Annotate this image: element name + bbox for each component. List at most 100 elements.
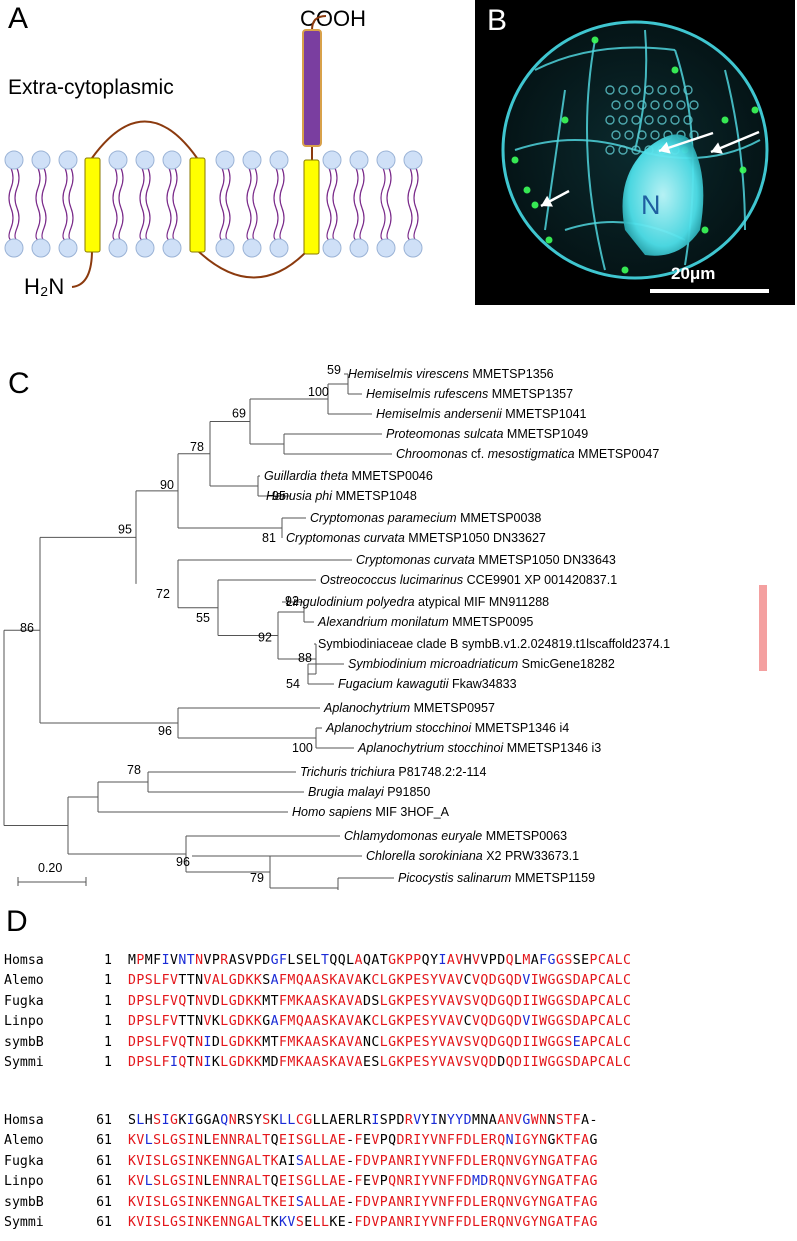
taxon-species: Picocystis salinarum: [398, 871, 511, 885]
taxon-label: Aplanochytrium MMETSP0957: [323, 701, 495, 715]
taxon-species: Cryptomonas curvata: [286, 531, 405, 545]
taxon-species: Chlamydomonas euryale: [344, 829, 482, 843]
tree-group: Hemiselmis virescens MMETSP1356Hemiselmi…: [3, 365, 767, 890]
lipid-tail: [139, 167, 145, 241]
thecal-pore: [657, 85, 667, 95]
taxon-species: Lingulodinium polyedra: [286, 595, 415, 609]
taxon-accession: MMETSP0095: [449, 615, 534, 629]
lipid-tail: [252, 167, 258, 241]
lipid-head: [31, 238, 51, 258]
lipid-tail: [68, 167, 74, 241]
taxon-accession: MMETSP1346 i4: [471, 721, 569, 735]
lipid: [322, 150, 342, 258]
taxon-species: mesostigmatica: [488, 447, 575, 461]
lipid-tail: [118, 167, 124, 241]
green-punctum: [591, 36, 599, 44]
nucleus: [622, 134, 704, 256]
sequence-residues: MPMFIVNTNVPRASVPDGFLSELTQQLAQATGKPPQYIAV…: [128, 953, 632, 968]
lipid: [215, 150, 235, 258]
thecal-pore: [618, 115, 628, 125]
thecal-pore: [631, 85, 641, 95]
lipid: [162, 150, 182, 258]
bootstrap-value: 100: [292, 741, 313, 755]
green-punctum: [671, 66, 679, 74]
sequence-start: 61: [96, 1174, 112, 1190]
sequence-start: 1: [104, 973, 112, 989]
thecal-pore: [631, 115, 641, 125]
taxon-accession: CCE9901 XP 001420837.1: [463, 573, 617, 587]
taxon-species: Proteomonas sulcata: [386, 427, 503, 441]
lipid: [349, 150, 369, 258]
thecal-pore: [657, 115, 667, 125]
bootstrap-value: 81: [262, 531, 276, 545]
arrow-head: [541, 195, 553, 207]
lipid-tail: [35, 167, 41, 241]
lipid-tail: [219, 167, 225, 241]
lipid: [108, 150, 128, 258]
taxon-accession: MMETSP1050 DN33627: [405, 531, 546, 545]
thecal-pore: [670, 85, 680, 95]
taxon-accession: X2 PRW33673.1: [483, 849, 579, 863]
green-punctum: [701, 226, 709, 234]
bootstrap-value: 55: [196, 611, 210, 625]
green-punctum: [511, 156, 519, 164]
taxon-label: Chlamydomonas euryale MMETSP0063: [344, 829, 567, 843]
lipid: [135, 150, 155, 258]
taxon-accession: SmicGene18282: [518, 657, 615, 671]
lipid-tail: [145, 167, 151, 241]
bootstrap-value: 86: [20, 621, 34, 635]
taxon-label: Cryptomonas curvata MMETSP1050 DN33627: [286, 531, 546, 545]
lipid-head: [349, 150, 369, 170]
sequence-start: 1: [104, 953, 112, 968]
thecal-pore: [683, 85, 693, 95]
panel-d-letter: D: [6, 905, 28, 938]
green-punctum: [721, 116, 729, 124]
highlight-bar: [759, 585, 767, 671]
taxon-accession: MMETSP1050 DN33643: [475, 553, 616, 567]
taxon-label: Cryptomonas paramecium MMETSP0038: [310, 511, 541, 525]
taxon-accession: MMETSP1041: [502, 407, 587, 421]
lipid-head: [349, 238, 369, 258]
lipid-head: [269, 150, 289, 170]
thecal-pore: [670, 115, 680, 125]
lipid: [31, 150, 51, 258]
lipid-tail: [413, 167, 419, 241]
sequence-name: Symmi: [4, 1215, 44, 1230]
taxon-label: Proteomonas sulcata MMETSP1049: [386, 427, 588, 441]
taxon-accession: atypical MIF MN911288: [415, 595, 550, 609]
bootstrap-value: 78: [190, 440, 204, 454]
lipid-tail: [332, 167, 338, 241]
taxon-species: Aplanochytrium stocchinoi: [357, 741, 504, 755]
taxon-species: Cryptomonas paramecium: [310, 511, 457, 525]
taxon-label: Aplanochytrium stocchinoi MMETSP1346 i3: [357, 741, 601, 755]
taxon-label: Ostreococcus lucimarinus CCE9901 XP 0014…: [320, 573, 617, 587]
lipid-head: [108, 150, 128, 170]
taxon-species: Fugacium kawagutii: [338, 677, 450, 691]
scale-bar: [650, 289, 769, 293]
bootstrap-value: 78: [127, 763, 141, 777]
green-punctum: [739, 166, 747, 174]
bootstrap-value: 54: [286, 677, 300, 691]
taxon-species: Chlorella sorokiniana: [366, 849, 483, 863]
taxon-accession: MMETSP1048: [332, 489, 417, 503]
taxon-label: Hemiselmis virescens MMETSP1356: [348, 367, 554, 381]
taxon-species: Alexandrium monilatum: [317, 615, 449, 629]
lipid-tail: [41, 167, 47, 241]
thecal-pore: [689, 100, 699, 110]
taxon-label: Chroomonas cf. mesostigmatica MMETSP0047: [396, 447, 659, 461]
green-punctum: [523, 186, 531, 194]
arrow-head: [659, 141, 671, 154]
lipid: [242, 150, 262, 258]
cooh-domain: [302, 29, 322, 147]
sequence-start: 61: [96, 1194, 112, 1210]
green-punctum: [561, 116, 569, 124]
sequence-start: 1: [104, 1055, 112, 1070]
bootstrap-value: 92: [285, 594, 299, 608]
sequence-name: Linpo: [4, 1174, 44, 1190]
taxon-accession: MMETSP1356: [469, 367, 554, 381]
taxon-label: Hemiselmis andersenii MMETSP1041: [376, 407, 587, 421]
taxon-accession: P91850: [384, 785, 431, 799]
green-punctum: [751, 106, 759, 114]
taxon-species: Trichuris trichiura: [300, 765, 395, 779]
lipid: [58, 150, 78, 258]
